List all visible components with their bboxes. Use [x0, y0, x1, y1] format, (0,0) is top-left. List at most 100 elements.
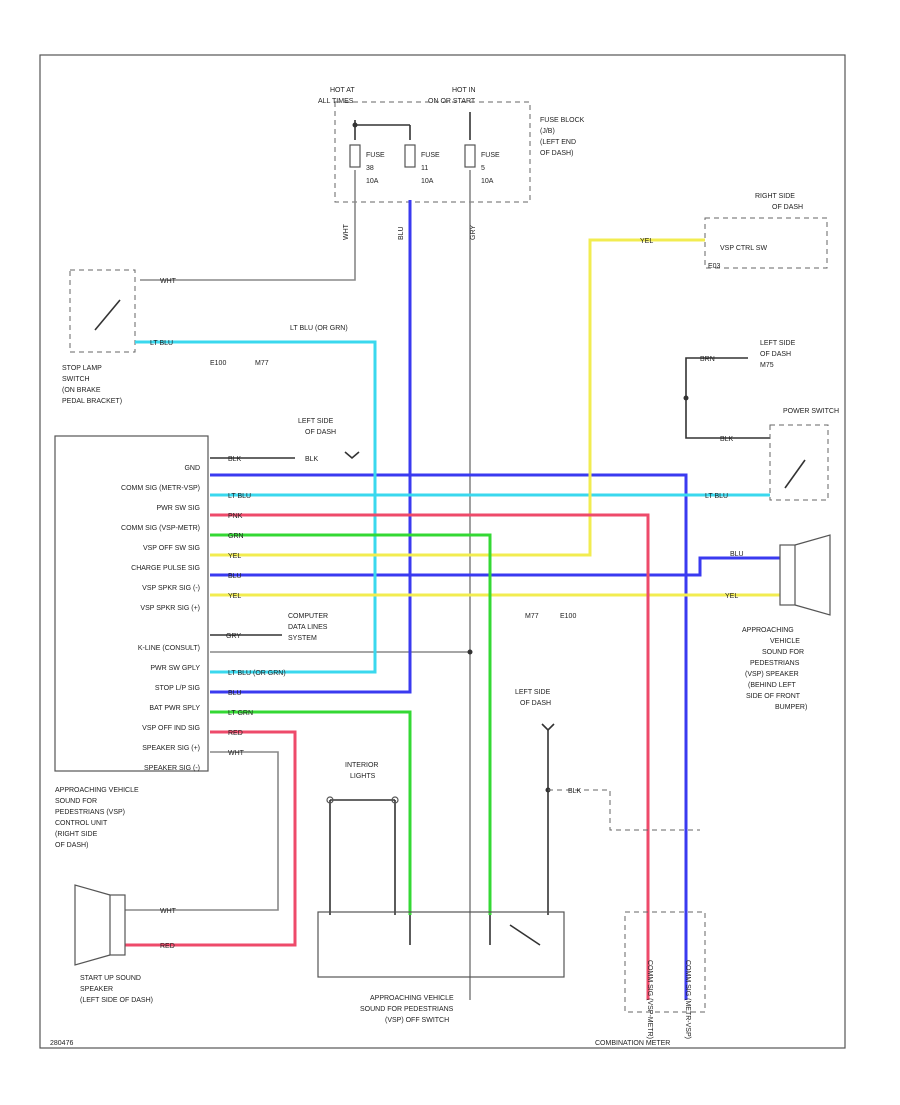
- wire-lt-grn-vsp-off-ind: [210, 710, 412, 915]
- connector-e100: E100: [210, 360, 226, 367]
- wire-wht-stop-lamp: [140, 170, 356, 281]
- control-unit-pin-9: K-LINE (CONSULT): [138, 645, 200, 652]
- startup-speaker-label: START UP SOUND SPEAKER (LEFT SIDE OF DAS…: [80, 975, 153, 1004]
- svg-text:M75: M75: [760, 362, 774, 369]
- svg-text:GRY: GRY: [226, 633, 241, 640]
- svg-text:APPROACHING VEHICLE: APPROACHING VEHICLE: [55, 787, 139, 794]
- svg-text:(LEFT SIDE OF DASH): (LEFT SIDE OF DASH): [80, 997, 153, 1004]
- svg-text:BLU: BLU: [228, 690, 242, 697]
- wire-grn-charge-pulse: [210, 533, 492, 915]
- meter-pin-vsp-metr: COMM SIG (VSP-METR): [646, 960, 653, 1039]
- svg-text:(ON BRAKE: (ON BRAKE: [62, 387, 101, 394]
- svg-text:YEL: YEL: [228, 593, 241, 600]
- svg-text:PEDESTRIANS (VSP): PEDESTRIANS (VSP): [55, 809, 125, 816]
- left-dash-gnd-label: LEFT SIDE OF DASH: [298, 418, 336, 436]
- combination-meter-label: COMBINATION METER: [595, 1040, 670, 1047]
- wire-red-speaker-plus: [125, 730, 297, 947]
- fuse-38: FUSE 38 10A: [349, 144, 385, 185]
- svg-text:VSP CTRL SW: VSP CTRL SW: [720, 245, 767, 252]
- interior-lights-label: INTERIOR LIGHTS: [345, 762, 378, 780]
- control-unit-pin-13: VSP OFF IND SIG: [142, 725, 200, 732]
- svg-text:SIDE OF FRONT: SIDE OF FRONT: [746, 693, 801, 700]
- svg-text:PNK: PNK: [228, 513, 243, 520]
- vsp-off-switch-contact: [509, 924, 541, 946]
- svg-text:(BEHIND LEFT: (BEHIND LEFT: [748, 682, 797, 689]
- svg-text:GRN: GRN: [228, 533, 244, 540]
- control-unit-label: APPROACHING VEHICLE SOUND FOR PEDESTRIAN…: [55, 787, 139, 849]
- wire-blu-bat-pwr: [210, 200, 412, 694]
- interior-lights-wires: [329, 799, 396, 915]
- svg-text:5: 5: [481, 165, 485, 172]
- hot-at-label: HOT AT: [330, 87, 355, 94]
- stop-lamp-label: STOP LAMP SWITCH (ON BRAKE PEDAL BRACKET…: [62, 365, 122, 405]
- svg-text:DATA LINES: DATA LINES: [288, 624, 328, 631]
- svg-text:10A: 10A: [366, 178, 379, 185]
- svg-text:10A: 10A: [421, 178, 434, 185]
- hot-in-label-2: ON OR START: [428, 98, 476, 105]
- svg-text:LEFT SIDE: LEFT SIDE: [298, 418, 334, 425]
- hot-in-label: HOT IN: [452, 87, 476, 94]
- control-unit-pin-2: PWR SW SIG: [156, 505, 200, 512]
- wire-blu-vsp-spkr-minus: [210, 556, 780, 577]
- svg-text:SOUND FOR PEDESTRIANS: SOUND FOR PEDESTRIANS: [360, 1006, 454, 1013]
- svg-text:WHT: WHT: [343, 223, 350, 240]
- svg-text:APPROACHING: APPROACHING: [742, 627, 794, 634]
- svg-text:(VSP) OFF SWITCH: (VSP) OFF SWITCH: [385, 1017, 449, 1024]
- svg-text:YEL: YEL: [725, 593, 738, 600]
- svg-text:FUSE BLOCK: FUSE BLOCK: [540, 117, 585, 124]
- control-unit-pin-12: BAT PWR SPLY: [149, 705, 200, 712]
- svg-text:FUSE: FUSE: [366, 152, 385, 159]
- wire-brn-power-switch: [685, 357, 770, 439]
- startup-speaker-cone: [74, 884, 111, 966]
- control-unit-pin-11: STOP L/P SIG: [155, 685, 200, 692]
- svg-text:STOP LAMP: STOP LAMP: [62, 365, 102, 372]
- svg-text:BLK: BLK: [228, 456, 242, 463]
- control-unit-pin-6: VSP SPKR SIG (-): [142, 585, 200, 592]
- control-unit-pin-3: COMM SIG (VSP-METR): [121, 525, 200, 532]
- svg-text:SYSTEM: SYSTEM: [288, 635, 317, 642]
- wire-yel-vsp-off-sw: [210, 238, 705, 557]
- svg-text:OF DASH: OF DASH: [305, 429, 336, 436]
- svg-text:10A: 10A: [481, 178, 494, 185]
- vsp-off-switch-label: APPROACHING VEHICLE SOUND FOR PEDESTRIAN…: [360, 995, 454, 1024]
- vsp-speaker-body: [779, 544, 796, 606]
- wire-pnk-comm-vsp-metr: [210, 513, 650, 1000]
- left-dash-m75-label: LEFT SIDE OF DASH M75: [760, 340, 796, 369]
- svg-text:BLK: BLK: [568, 788, 582, 795]
- stop-lamp-switch-box: [69, 269, 136, 353]
- control-unit-pin-15: SPEAKER SIG (-): [144, 765, 200, 772]
- fuse-11: FUSE 11 10A: [404, 144, 440, 185]
- meter-pin-metr-vsp: COMM SIG (METR-VSP): [684, 960, 691, 1039]
- connector-m77: M77: [255, 360, 269, 367]
- control-unit-pin-4: VSP OFF SW SIG: [143, 545, 200, 552]
- svg-text:WHT: WHT: [160, 278, 177, 285]
- svg-text:BLK: BLK: [720, 436, 734, 443]
- svg-text:LIGHTS: LIGHTS: [350, 773, 376, 780]
- svg-text:OF DASH: OF DASH: [760, 351, 791, 358]
- svg-text:WHT: WHT: [228, 750, 245, 757]
- vsp-ctrl-sw-box: [704, 217, 828, 269]
- svg-text:INTERIOR: INTERIOR: [345, 762, 378, 769]
- connector-e03: E03: [708, 263, 721, 270]
- wire-blk-branch: [548, 789, 700, 831]
- svg-text:LT BLU: LT BLU: [150, 340, 173, 347]
- control-unit-pin-7: VSP SPKR SIG (+): [140, 605, 200, 612]
- right-dash-label: RIGHT SIDE OF DASH VSP CTRL SW: [720, 193, 803, 252]
- svg-text:LT BLU: LT BLU: [228, 493, 251, 500]
- svg-text:LT BLU (OR GRN): LT BLU (OR GRN): [290, 325, 348, 332]
- wire-lt-blu-stop-lamp: [135, 340, 377, 674]
- svg-text:FUSE: FUSE: [481, 152, 500, 159]
- control-unit-pin-1: COMM SIG (METR-VSP): [121, 485, 200, 492]
- ground-symbol: [344, 451, 360, 460]
- svg-text:VEHICLE: VEHICLE: [770, 638, 800, 645]
- svg-text:SOUND FOR: SOUND FOR: [55, 798, 97, 805]
- svg-text:CONTROL UNIT: CONTROL UNIT: [55, 820, 108, 827]
- svg-text:FUSE: FUSE: [421, 152, 440, 159]
- svg-text:COMPUTER: COMPUTER: [288, 613, 328, 620]
- svg-text:BLU: BLU: [730, 551, 744, 558]
- svg-text:(J/B): (J/B): [540, 128, 555, 135]
- svg-text:PEDESTRIANS: PEDESTRIANS: [750, 660, 800, 667]
- svg-text:RED: RED: [160, 943, 175, 950]
- svg-text:RED: RED: [228, 730, 243, 737]
